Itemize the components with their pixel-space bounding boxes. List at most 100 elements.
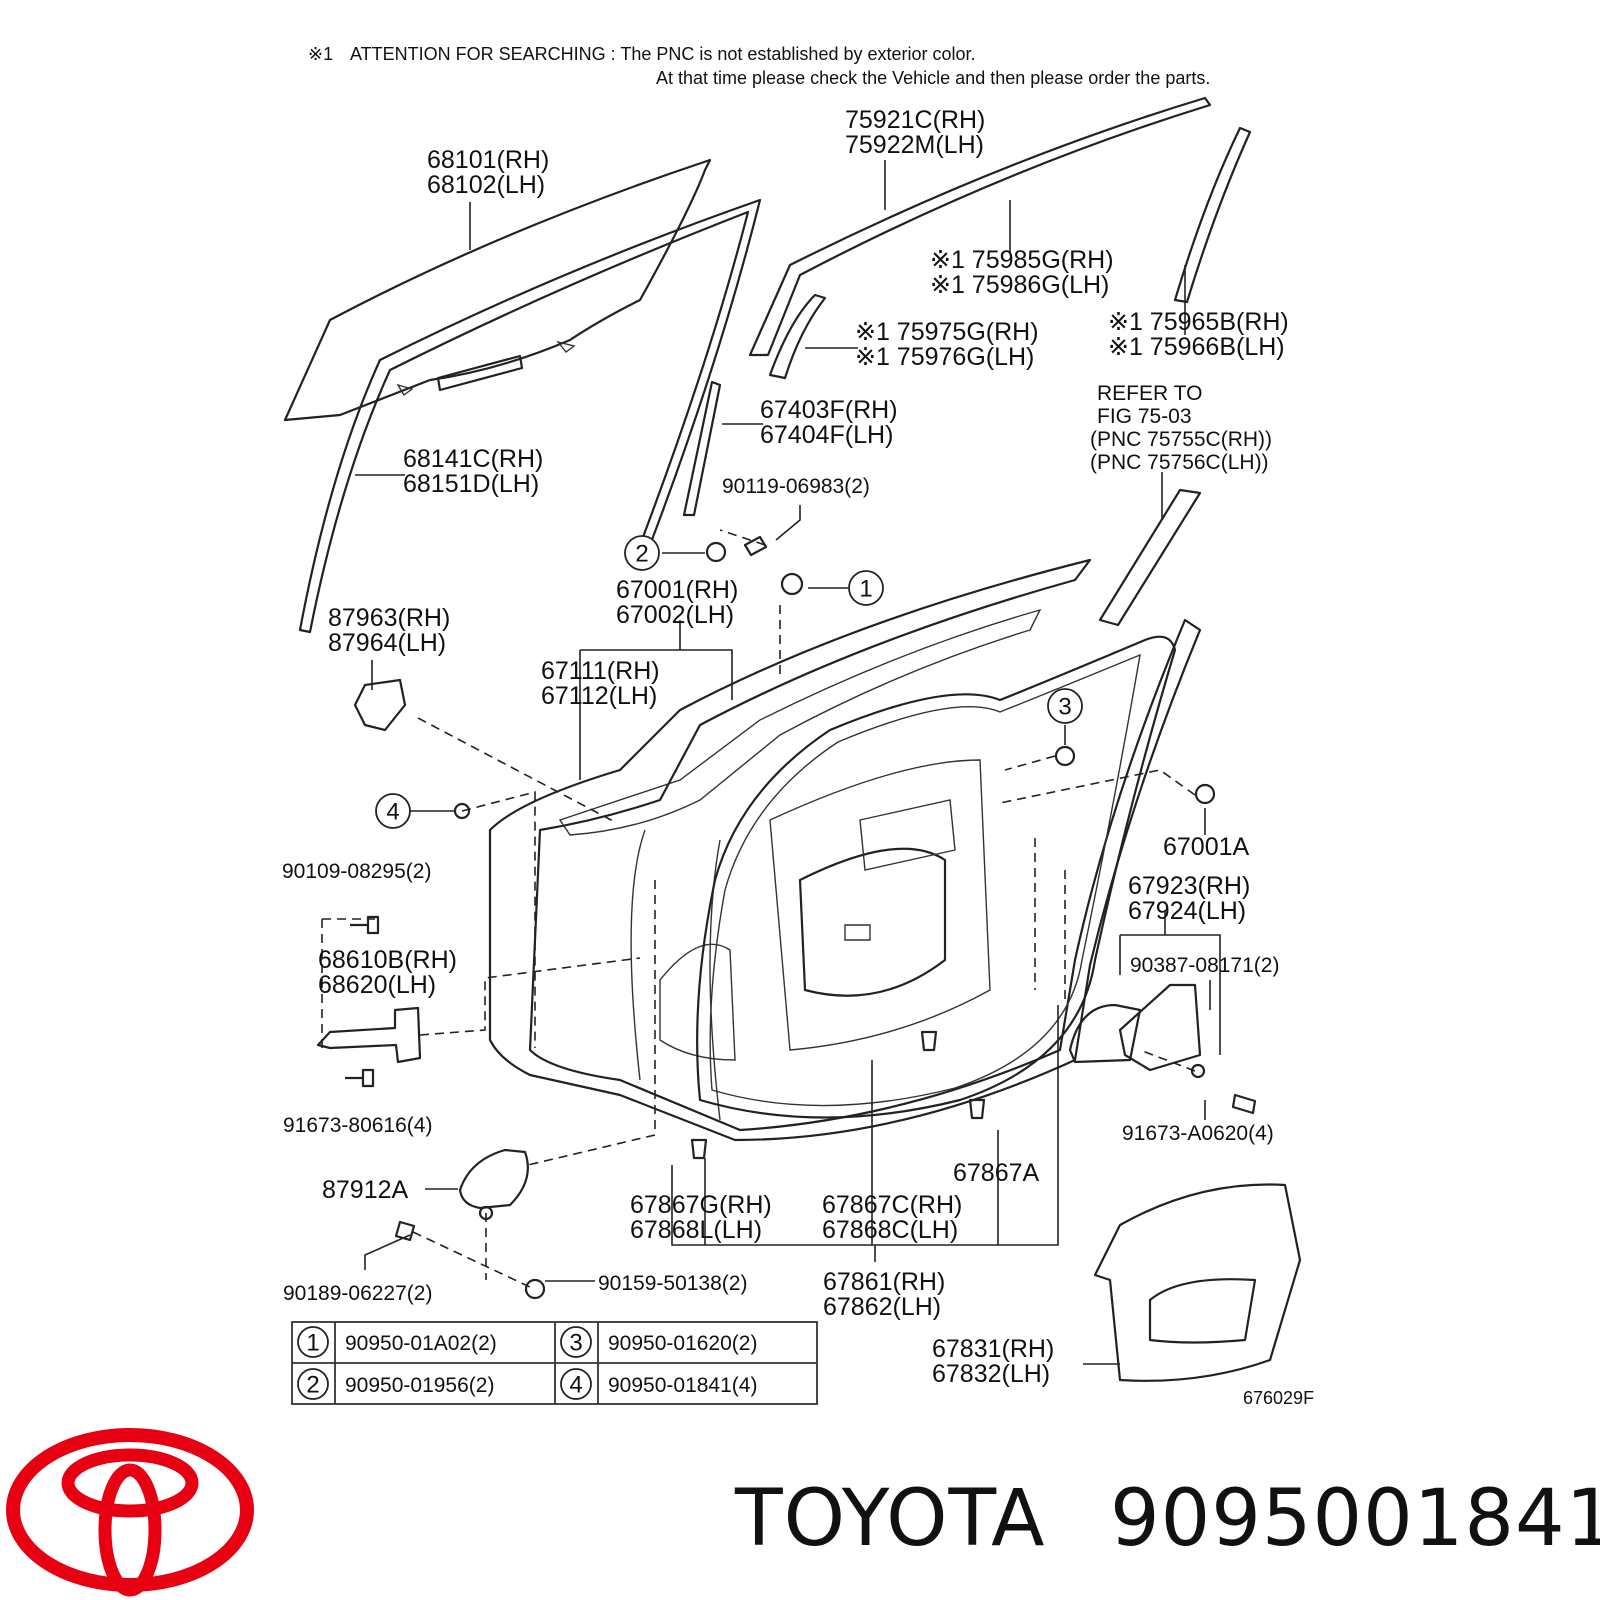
circled-ref-3: 3: [1047, 688, 1083, 724]
note-marker: ※1: [308, 44, 333, 64]
label-67924-lh: 67924(LH): [1128, 897, 1246, 925]
callout-75965: ※1 75965B(RH) ※1 75966B(LH): [1108, 308, 1289, 361]
callout-90109: 90109-08295(2): [282, 860, 431, 883]
door-glass: [283, 158, 712, 422]
label-68102-lh: 68102(LH): [427, 171, 545, 199]
circled-ref-2: 2: [624, 535, 660, 571]
callout-67861: 67861(RH) 67862(LH): [823, 1268, 945, 1321]
label-67001a: 67001A: [1163, 833, 1250, 861]
label-91673-80616: 91673-80616(4): [283, 1114, 432, 1137]
label-75986g-lh: ※1 75986G(LH): [930, 271, 1109, 299]
label-67867g-rh: 67867G(RH): [630, 1191, 772, 1219]
legend-table: [291, 1321, 818, 1405]
callout-91673-80616: 91673-80616(4): [283, 1114, 432, 1137]
label-68610b-rh: 68610B(RH): [318, 946, 457, 974]
note-line-2: At that time please check the Vehicle an…: [656, 68, 1210, 88]
label-67111-rh: 67111(RH): [541, 657, 660, 685]
label-67868l-lh: 67868L(LH): [630, 1216, 762, 1244]
circled-ref-4-num: 4: [386, 799, 399, 826]
glass-run-channel: [298, 198, 762, 634]
door-mirror: [1068, 983, 1202, 1072]
door-check: [316, 1006, 422, 1064]
legend-part-1: 90950-01A02(2): [345, 1332, 497, 1355]
callout-87912: 87912A: [322, 1176, 409, 1204]
fasteners: [345, 535, 1257, 1300]
label-67861-rh: 67861(RH): [823, 1268, 945, 1296]
label-67001-rh: 67001(RH): [616, 576, 738, 604]
logo-vertical-ellipse: [98, 1463, 162, 1597]
door-frame-rear: [1098, 488, 1202, 627]
callout-91673-a0620: 91673-A0620(4): [1122, 1122, 1274, 1145]
circled-ref-1: 1: [848, 570, 884, 606]
legend-num-3: 3: [569, 1330, 582, 1357]
callout-75985: ※1 75985G(RH) ※1 75986G(LH): [930, 246, 1114, 299]
figure-code: 676029F: [1243, 1388, 1314, 1408]
callout-90387: 90387-08171(2): [1130, 954, 1279, 977]
legend-row-2: 2 90950-01956(2) 4 90950-01841(4): [297, 1368, 757, 1400]
label-pnc-lh: (PNC 75756C(LH)): [1090, 451, 1269, 474]
label-75966b-lh: ※1 75966B(LH): [1108, 333, 1285, 361]
circled-ref-1-num: 1: [859, 576, 872, 603]
legend-part-4: 90950-01841(4): [608, 1374, 757, 1397]
weatherstrip: [696, 635, 1177, 1119]
label-68141c-rh: 68141C(RH): [403, 445, 543, 473]
label-68101-rh: 68101(RH): [427, 146, 549, 174]
circled-ref-4: 4: [375, 793, 411, 829]
label-90159: 90159-50138(2): [598, 1272, 747, 1295]
label-67832-lh: 67832(LH): [932, 1360, 1050, 1388]
label-75921c-rh: 75921C(RH): [845, 106, 985, 134]
callout-68141: 68141C(RH) 68151D(LH): [403, 445, 543, 498]
label-68620-lh: 68620(LH): [318, 971, 436, 999]
label-90387: 90387-08171(2): [1130, 954, 1279, 977]
assembly-lines: [321, 529, 1196, 1289]
callout-67111: 67111(RH) 67112(LH): [541, 657, 660, 710]
label-fig: FIG 75-03: [1097, 405, 1192, 428]
attention-note: ※1 ATTENTION FOR SEARCHING : The PNC is …: [308, 44, 1210, 88]
label-67867c-rh: 67867C(RH): [822, 1191, 962, 1219]
label-67002-lh: 67002(LH): [616, 601, 734, 629]
callout-90189: 90189-06227(2): [283, 1282, 432, 1305]
legend-num-4: 4: [569, 1372, 582, 1399]
part-number: 9095001841: [1110, 1474, 1600, 1564]
label-67403f-rh: 67403F(RH): [760, 396, 898, 424]
circled-ref-3-num: 3: [1058, 694, 1071, 721]
label-90189: 90189-06227(2): [283, 1282, 432, 1305]
label-75922m-lh: 75922M(LH): [845, 131, 984, 159]
callout-67403: 67403F(RH) 67404F(LH): [760, 396, 898, 449]
label-75965b-rh: ※1 75965B(RH): [1108, 308, 1289, 336]
circled-ref-2-num: 2: [635, 541, 648, 568]
label-67112-lh: 67112(LH): [541, 682, 657, 710]
callout-67867c: 67867C(RH) 67868C(LH): [822, 1191, 962, 1244]
label-67868c-lh: 67868C(LH): [822, 1216, 958, 1244]
toyota-logo: [6, 1428, 254, 1597]
leader-lines: [355, 160, 1221, 1365]
legend-part-3: 90950-01620(2): [608, 1332, 757, 1355]
inner-handle: [458, 1148, 529, 1210]
legend-row-1: 1 90950-01A02(2) 3 90950-01620(2): [297, 1326, 757, 1358]
callout-67867a: 67867A: [953, 1159, 1040, 1187]
label-87912a: 87912A: [322, 1176, 409, 1204]
callout-67001a: 67001A: [1163, 833, 1250, 861]
note-line-1: ATTENTION FOR SEARCHING : The PNC is not…: [350, 44, 976, 64]
label-75976g-lh: ※1 75976G(LH): [855, 343, 1034, 371]
label-67862-lh: 67862(LH): [823, 1293, 941, 1321]
callout-68101: 68101(RH) 68102(LH): [427, 146, 549, 199]
callout-67867g: 67867G(RH) 67868L(LH): [630, 1191, 772, 1244]
callout-67001: 67001(RH) 67002(LH): [616, 576, 738, 629]
callout-68610: 68610B(RH) 68620(LH): [318, 946, 457, 999]
brand-name: TOYOTA: [734, 1474, 1046, 1564]
callout-87963: 87963(RH) 87964(LH): [328, 604, 450, 657]
callout-75975: ※1 75975G(RH) ※1 75976G(LH): [855, 318, 1039, 371]
logo-horizontal-ellipse: [61, 1448, 199, 1518]
label-refer-to: REFER TO: [1097, 382, 1202, 405]
label-90109: 90109-08295(2): [282, 860, 431, 883]
label-75985g-rh: ※1 75985G(RH): [930, 246, 1114, 274]
callout-90159: 90159-50138(2): [598, 1272, 747, 1295]
label-91673-a0620: 91673-A0620(4): [1122, 1122, 1274, 1145]
door-shell: [488, 558, 1202, 1142]
legend-num-2: 2: [306, 1372, 319, 1399]
label-90119: 90119-06983(2): [722, 475, 870, 498]
label-75975g-rh: ※1 75975G(RH): [855, 318, 1039, 346]
callout-refer: REFER TO FIG 75-03 (PNC 75755C(RH)) (PNC…: [1090, 382, 1272, 474]
